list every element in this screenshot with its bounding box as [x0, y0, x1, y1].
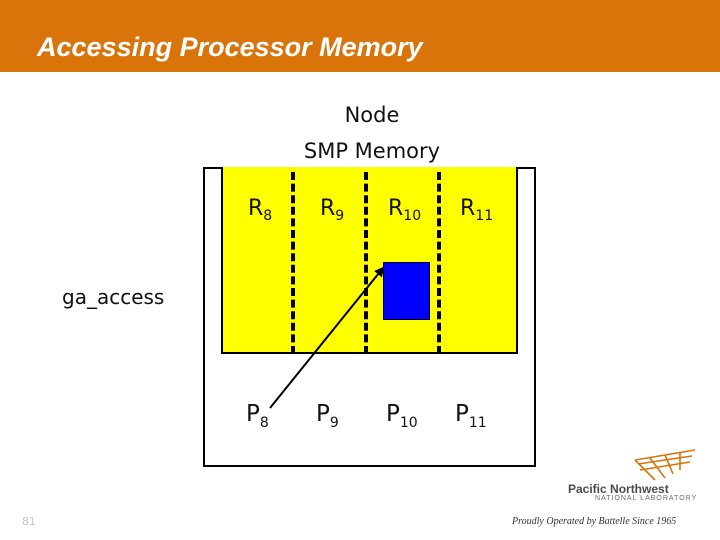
- page-number: 81: [22, 515, 36, 528]
- org-subtitle: NATIONAL LABORATORY: [595, 495, 698, 502]
- region-divider: [437, 172, 441, 354]
- processor-label-p10: P10: [386, 401, 418, 431]
- processor-label-p9: P9: [316, 401, 339, 431]
- org-tagline: Proudly Operated by Battelle Since 1965: [512, 516, 677, 527]
- region-divider: [291, 172, 295, 354]
- smp-memory-label: SMP Memory: [303, 139, 441, 163]
- region-label-r9: R9: [320, 196, 345, 224]
- accessed-memory-block: [383, 262, 430, 320]
- region-label-r11: R11: [460, 196, 494, 224]
- processor-label-p8: P8: [246, 401, 269, 431]
- region-label-r10: R10: [388, 196, 422, 224]
- pnnl-logo-icon: [634, 449, 696, 481]
- region-divider: [364, 172, 368, 354]
- title-bar: Accessing Processor Memory: [0, 0, 720, 72]
- slide-title: Accessing Processor Memory: [37, 32, 423, 62]
- node-label: Node: [344, 103, 400, 127]
- ga-access-label: ga_access: [62, 285, 165, 309]
- org-name: Pacific Northwest: [568, 482, 669, 496]
- processor-label-p11: P11: [455, 401, 487, 431]
- region-label-r8: R8: [248, 196, 273, 224]
